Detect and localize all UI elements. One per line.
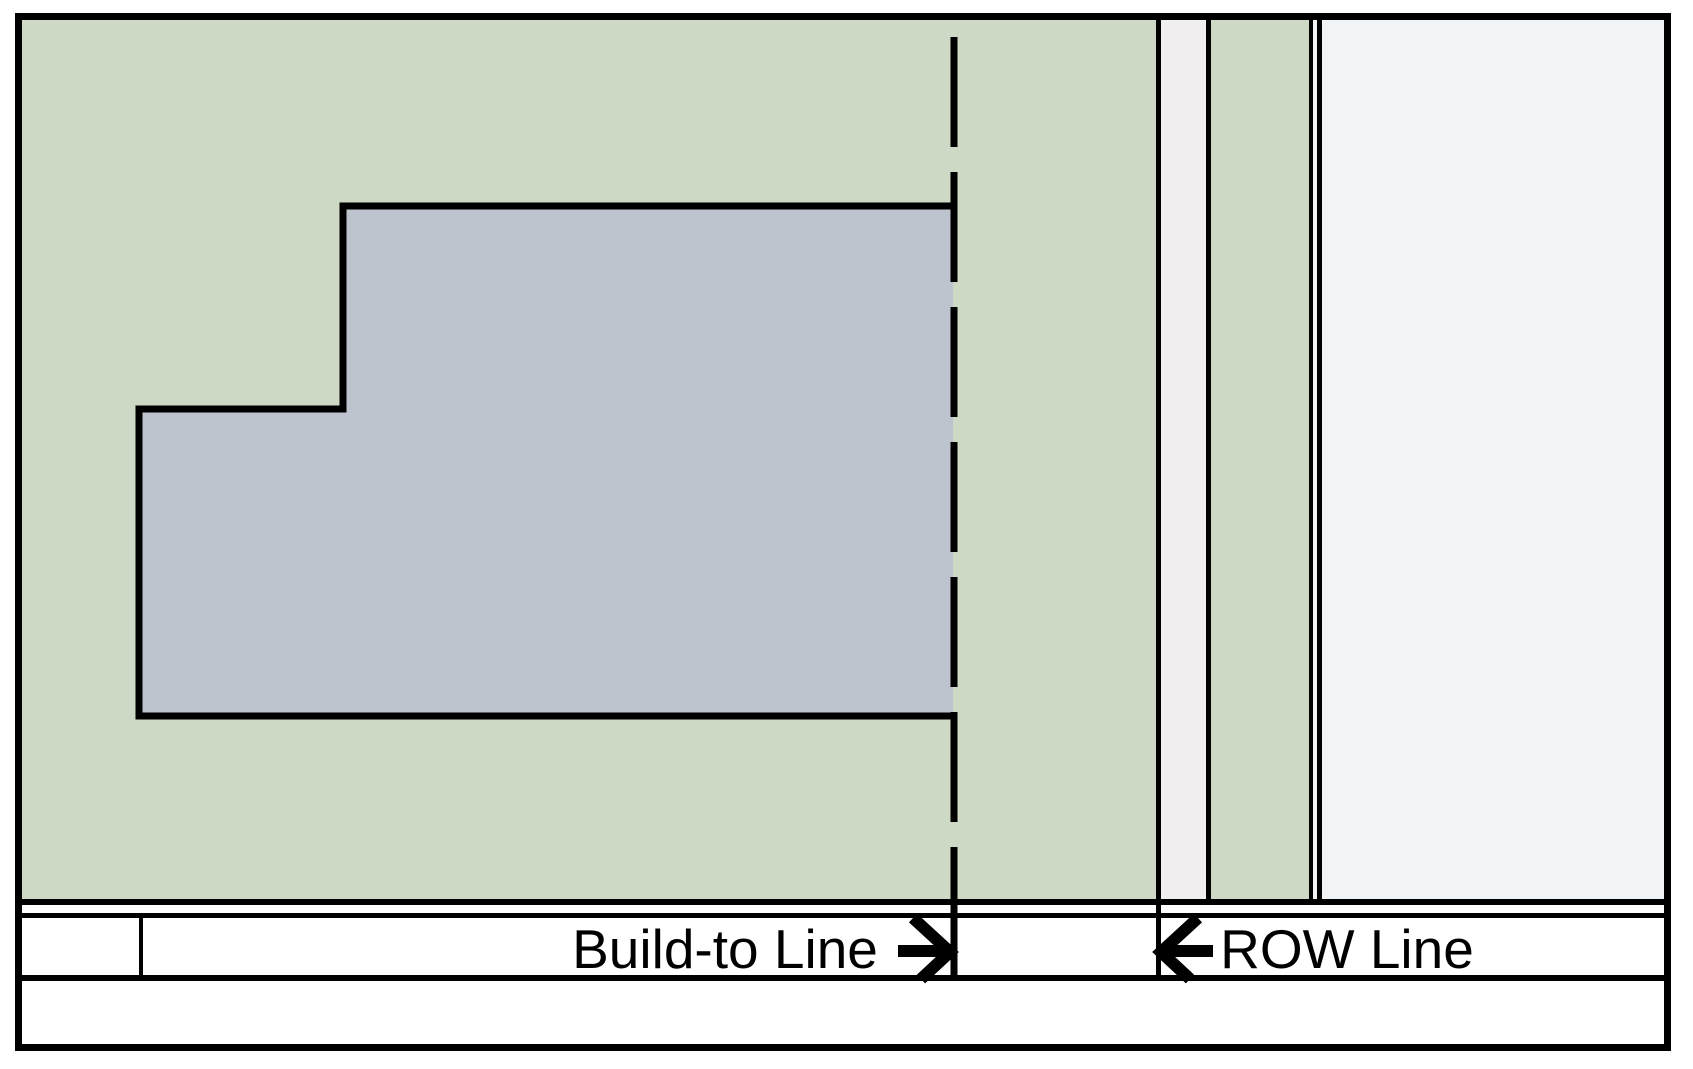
sidewalk-edge-line — [1206, 20, 1211, 905]
lot-area — [22, 20, 1161, 905]
row-line-label: ROW Line — [1220, 918, 1474, 980]
build-to-line-label: Build-to Line — [572, 918, 878, 980]
sidewalk-strip — [1161, 20, 1209, 905]
label-band-left-tick — [139, 918, 143, 975]
plan-bottom-line — [22, 899, 1664, 905]
street-area — [1313, 20, 1664, 905]
label-band-bottom-line — [22, 975, 1664, 981]
row-line — [1156, 20, 1161, 981]
curb-line-outer — [1309, 20, 1313, 905]
planting-strip — [1209, 20, 1313, 905]
curb-line-inner — [1317, 20, 1322, 905]
empty-note-band — [22, 981, 1664, 1044]
label-band-top-line — [22, 913, 1664, 918]
